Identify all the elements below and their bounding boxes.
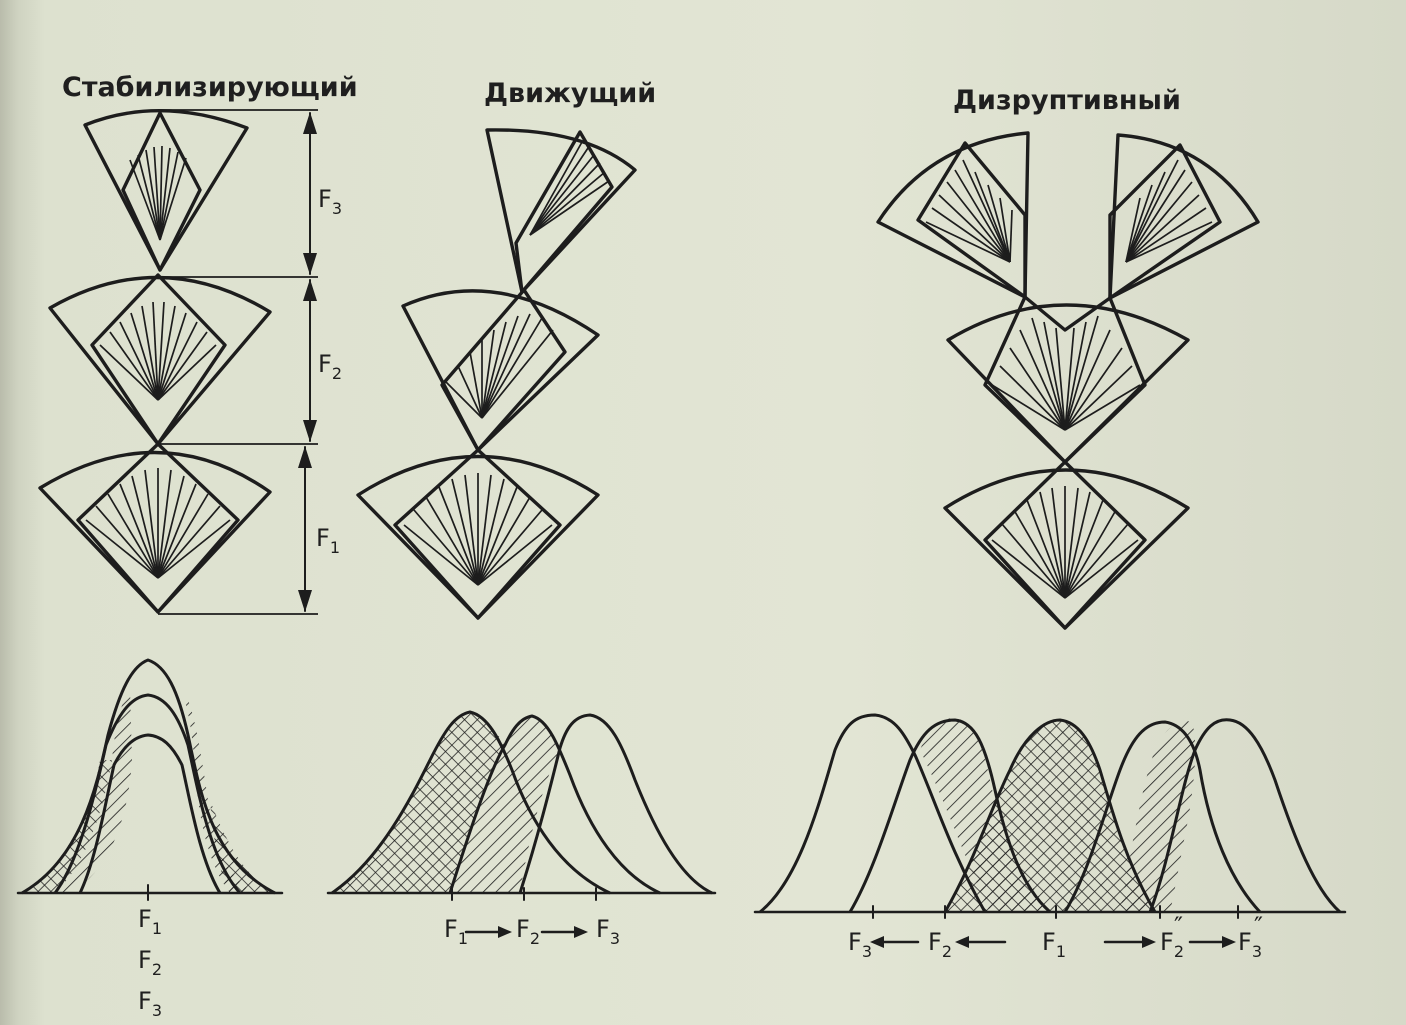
stab-axis-f1: F1: [138, 905, 162, 938]
gen-label-f2: F2: [318, 350, 342, 383]
dis-axis-f2-left: F2: [928, 928, 952, 961]
dis-axis-f3-left: F3: [848, 928, 872, 961]
dir-axis-f1: F1: [444, 915, 468, 948]
title-directional: Движущий: [484, 78, 656, 109]
curves-stabilizing: F1 F2 F3: [16, 658, 284, 1020]
stab-axis-f3: F3: [138, 987, 162, 1020]
curves-directional: F1 F2 F3: [326, 710, 717, 948]
gen-label-f3: F3: [318, 185, 342, 218]
title-disruptive: Дизруптивный: [953, 85, 1181, 116]
fan-disruptive-f1: [943, 460, 1190, 630]
fan-stabilizing-f1: [38, 442, 272, 614]
stab-axis-f2: F2: [138, 946, 162, 979]
dir-axis-f2: F2: [516, 915, 540, 948]
fans-stabilizing: [38, 109, 272, 614]
curves-disruptive: F3 F2 F1 F2 ″ F3 ″: [753, 713, 1347, 961]
dis-axis-f2-right: F2: [1160, 928, 1184, 961]
fan-directional-f3: [485, 128, 637, 294]
dis-axis-prime-2: ″: [1174, 912, 1183, 940]
fan-disruptive-f2: [946, 295, 1190, 464]
dis-axis-f1: F1: [1042, 928, 1066, 961]
fan-disruptive-f3-right: [1108, 133, 1260, 300]
fan-directional-f1: [356, 448, 600, 620]
fan-disruptive-f3-left: [876, 131, 1030, 299]
dis-axis-prime-3: ″: [1254, 912, 1263, 940]
fan-stabilizing-f2: [48, 273, 272, 446]
gen-label-f1: F1: [316, 524, 340, 557]
fans-disruptive: [876, 131, 1260, 630]
dir-axis-f3: F3: [596, 915, 620, 948]
generation-scale: F3 F2 F1: [158, 109, 342, 615]
title-stabilizing: Стабилизирующий: [62, 72, 358, 103]
dis-axis-f3-right: F3: [1238, 928, 1262, 961]
fan-stabilizing-f3: [83, 109, 249, 272]
fans-directional: [356, 128, 637, 620]
fan-directional-f2: [401, 288, 600, 452]
